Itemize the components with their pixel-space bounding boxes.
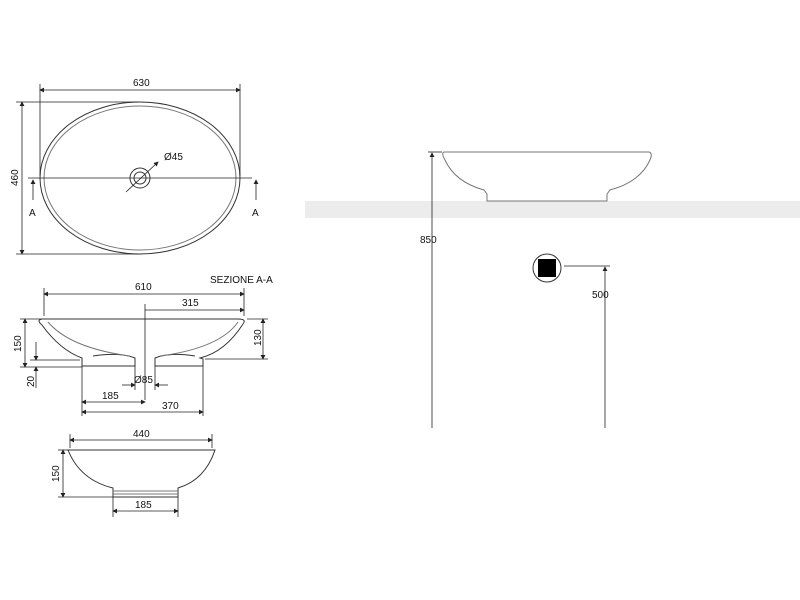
side-outline: [67, 449, 216, 498]
section-height-label: 150: [13, 335, 24, 352]
width-label: 630: [133, 78, 150, 89]
installation-height-label: 850: [420, 235, 437, 246]
section-drain-label: Ø85: [134, 375, 153, 386]
countertop: [305, 201, 800, 218]
drain-inner: [133, 171, 147, 185]
drain-outlet-square: [538, 259, 556, 277]
side-width-label: 440: [133, 429, 150, 440]
section-left-half: [38, 318, 136, 367]
top-view: Ø45 630 460 A A: [10, 78, 259, 255]
section-width-label: 610: [135, 282, 152, 293]
side-foot-label: 185: [135, 500, 152, 511]
section-view: SEZIONE A-A 610 315 150 130 20 Ø85 185 3…: [13, 275, 273, 416]
section-half-width-label: 315: [182, 298, 199, 309]
side-view: 440 150 185: [51, 429, 216, 517]
section-foot-width-label: 370: [162, 401, 179, 412]
height-label: 460: [10, 169, 21, 186]
installation-view: 850 500: [305, 151, 800, 428]
drain-leader: [125, 161, 159, 193]
section-mark-left: A: [29, 208, 36, 219]
section-depth-label: 130: [253, 329, 264, 346]
basin-elevation: [442, 151, 652, 202]
section-mark-right: A: [252, 208, 259, 219]
section-foot-label: 20: [26, 375, 37, 387]
drain-outer: [129, 167, 151, 189]
section-half-foot-label: 185: [102, 391, 119, 402]
drain-height-label: 500: [592, 290, 609, 301]
drain-label: Ø45: [164, 152, 183, 163]
section-title: SEZIONE A-A: [210, 275, 273, 286]
side-height-label: 150: [51, 465, 62, 482]
